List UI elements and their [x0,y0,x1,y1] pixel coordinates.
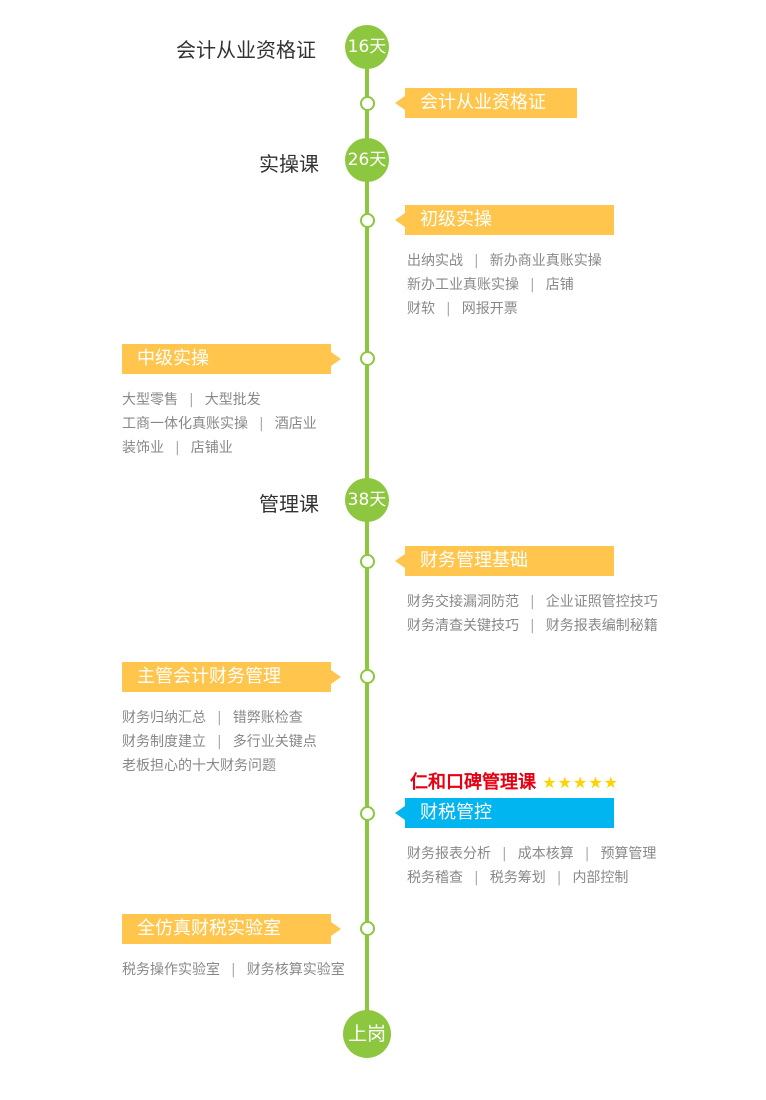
separator: | [474,870,479,886]
course-items-simulation-lab: 税务操作实验室 | 财务核算实验室 [122,958,345,982]
separator: | [474,253,479,269]
course-item: 财软 [407,301,435,317]
course-item: 老板担心的十大财务问题 [122,758,276,774]
course-tag-simulation-lab[interactable]: 全仿真财税实验室 [122,914,341,944]
timeline-node [360,554,375,569]
course-item: 财务报表分析 [407,846,491,862]
day-badge-16: 16天 [345,25,389,69]
separator: | [530,277,535,293]
course-item: 财务报表编制秘籍 [545,618,658,634]
course-item: 出纳实战 [407,253,463,269]
timeline-node [360,213,375,228]
star-rating-icon: ★★★★★ [542,773,619,792]
timeline-line [365,45,369,1035]
course-item: 多行业关键点 [232,734,317,750]
timeline-node [360,669,375,684]
course-item: 错弊账检查 [232,710,303,726]
course-item: 企业证照管控技巧 [545,594,658,610]
separator: | [584,846,590,862]
course-item: 财务清查关键技巧 [407,618,519,634]
course-item: 大型零售 [122,392,178,408]
course-items-intermediate-practice: 大型零售 | 大型批发 工商一体化真账实操 | 酒店业 装饰业 | 店铺业 [122,388,317,460]
course-tag-finance-basics[interactable]: 财务管理基础 [395,546,614,576]
separator: | [259,416,264,432]
separator: | [217,710,222,726]
course-item: 财务核算实验室 [246,962,345,978]
course-items-chief-accountant: 财务归纳汇总 | 错弊账检查 财务制度建立 | 多行业关键点 老板担心的十大财务问题 [122,706,317,778]
separator: | [217,734,222,750]
stage-heading-2: 实操课 [259,152,319,176]
featured-course-label: 仁和口碑管理课 ★★★★★ [410,768,619,794]
separator: | [502,846,507,862]
end-badge: 上岗 [343,1010,391,1058]
separator: | [530,618,535,634]
stage-heading-3: 管理课 [259,492,319,516]
course-items-finance-basics: 财务交接漏洞防范 | 企业证照管控技巧 财务清查关键技巧 | 财务报表编制秘籍 [407,590,658,638]
course-item: 财务制度建立 [122,734,206,750]
course-item: 税务操作实验室 [122,962,220,978]
course-tag-accounting-cert[interactable]: 会计从业资格证 [395,88,577,118]
course-item: 装饰业 [122,440,164,456]
course-item: 店铺业 [190,440,233,456]
separator: | [231,962,236,978]
course-tag-basic-practice[interactable]: 初级实操 [395,205,614,235]
separator: | [556,870,562,886]
separator: | [530,594,535,610]
day-badge-26: 26天 [345,138,389,182]
timeline-node [360,806,375,821]
course-tag-intermediate-practice[interactable]: 中级实操 [122,344,341,374]
course-item: 新办工业真账实操 [407,277,519,293]
course-tag-chief-accountant[interactable]: 主管会计财务管理 [122,662,341,692]
course-item: 内部控制 [572,870,629,886]
timeline-node [360,351,375,366]
course-item: 大型批发 [204,392,261,408]
course-items-basic-practice: 出纳实战 | 新办商业真账实操 新办工业真账实操 | 店铺 财软 | 网报开票 [407,249,602,321]
featured-course-text: 仁和口碑管理课 [410,772,536,793]
timeline-node [360,921,375,936]
course-item: 店铺 [545,277,574,293]
course-item: 财务归纳汇总 [122,710,206,726]
stage-heading-1: 会计从业资格证 [176,38,316,62]
day-badge-38: 38天 [345,478,389,522]
course-tag-tax-control[interactable]: 财税管控 [395,798,614,828]
separator: | [189,392,194,408]
course-item: 网报开票 [461,301,518,317]
course-item: 工商一体化真账实操 [122,416,248,432]
course-item: 成本核算 [517,846,574,862]
course-item: 税务筹划 [489,870,546,886]
separator: | [175,440,180,456]
course-item: 财务交接漏洞防范 [407,594,519,610]
course-item: 预算管理 [600,846,657,862]
course-item: 酒店业 [274,416,317,432]
course-item: 税务稽查 [407,870,463,886]
course-items-tax-control: 财务报表分析 | 成本核算 | 预算管理 税务稽查 | 税务筹划 | 内部控制 [407,842,656,890]
timeline-node [360,96,375,111]
course-item: 新办商业真账实操 [489,253,602,269]
separator: | [446,301,451,317]
